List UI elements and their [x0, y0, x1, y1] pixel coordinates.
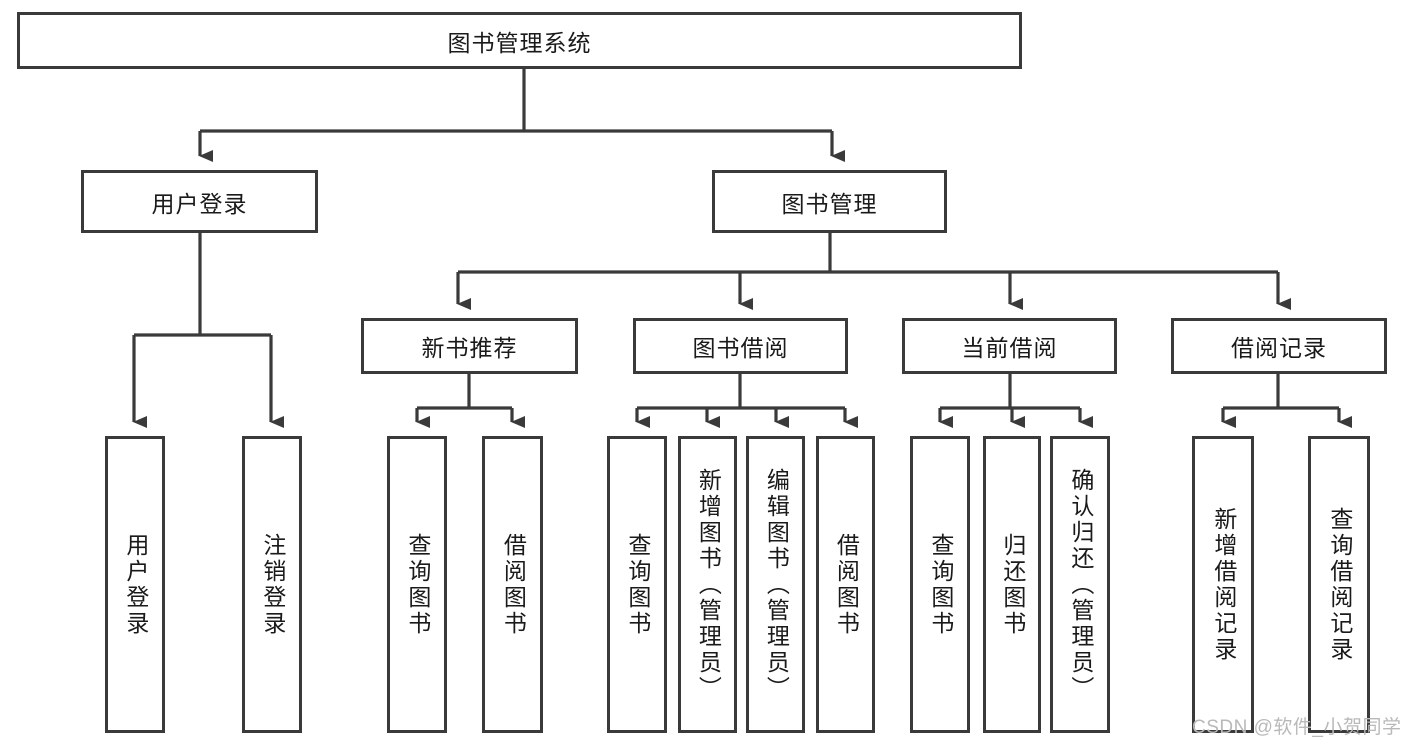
leaf-label: 查询图书: [404, 532, 431, 637]
leaf-label: 新增图书（管理员）: [695, 467, 722, 702]
leaf-label: 编辑图书（管理员）: [763, 467, 790, 702]
node-book-management[interactable]: 图书管理: [712, 170, 947, 233]
leaf-query-book-newrec[interactable]: 查询图书: [387, 436, 447, 733]
leaf-label: 注销登录: [259, 532, 286, 637]
leaf-return-book[interactable]: 归还图书: [983, 436, 1041, 733]
node-new-book-recommend[interactable]: 新书推荐: [361, 318, 578, 374]
leaf-borrow-book-newrec[interactable]: 借阅图书: [482, 436, 543, 733]
leaf-add-borrow-record[interactable]: 新增借阅记录: [1192, 436, 1254, 733]
leaf-label: 查询借阅记录: [1326, 506, 1353, 663]
leaf-label: 确认归还（管理员）: [1067, 467, 1094, 702]
leaf-label: 借阅图书: [833, 532, 860, 637]
node-current-borrow[interactable]: 当前借阅: [902, 318, 1117, 374]
csdn-watermark: CSDN @软件_小贺同学: [1192, 717, 1402, 738]
leaf-query-borrow-record[interactable]: 查询借阅记录: [1308, 436, 1370, 733]
node-book-borrow[interactable]: 图书借阅: [633, 318, 848, 374]
leaf-query-book-borrow[interactable]: 查询图书: [607, 436, 667, 733]
leaf-confirm-return-admin[interactable]: 确认归还（管理员）: [1050, 436, 1110, 733]
leaf-edit-book-admin[interactable]: 编辑图书（管理员）: [746, 436, 805, 733]
leaf-user-login[interactable]: 用户登录: [105, 436, 165, 733]
leaf-label: 借阅图书: [500, 532, 527, 637]
node-root-system[interactable]: 图书管理系统: [17, 12, 1022, 69]
leaf-logout[interactable]: 注销登录: [242, 436, 302, 733]
leaf-add-book-admin[interactable]: 新增图书（管理员）: [678, 436, 737, 733]
node-user-login[interactable]: 用户登录: [81, 170, 318, 233]
leaf-label: 查询图书: [624, 532, 651, 637]
leaf-borrow-book[interactable]: 借阅图书: [816, 436, 875, 733]
leaf-query-book-current[interactable]: 查询图书: [910, 436, 970, 733]
leaf-label: 新增借阅记录: [1210, 506, 1237, 663]
leaf-label: 归还图书: [999, 532, 1026, 637]
leaf-label: 查询图书: [927, 532, 954, 637]
leaf-label: 用户登录: [122, 532, 149, 637]
node-borrow-history[interactable]: 借阅记录: [1171, 318, 1387, 374]
